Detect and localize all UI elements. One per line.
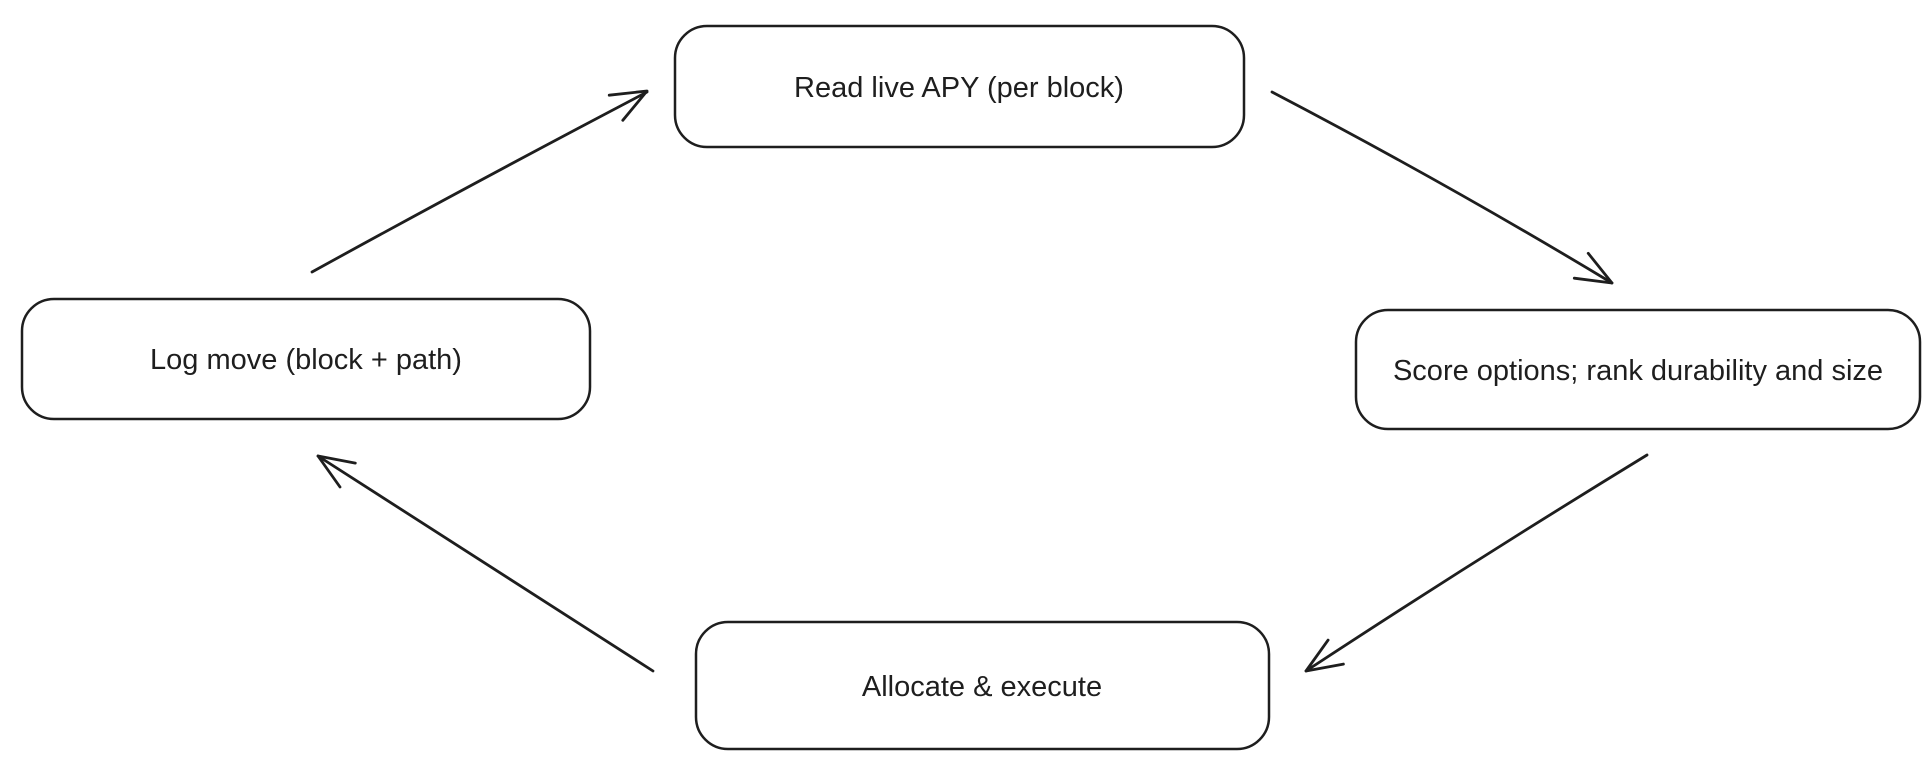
node-label: Score options; rank durability and size — [1393, 355, 1883, 387]
node-label: Read live APY (per block) — [794, 72, 1124, 104]
node-box — [20, 297, 592, 421]
node-log-move: Log move (block + path) — [20, 297, 592, 421]
arrow-head — [1572, 251, 1614, 285]
arrow-line — [316, 454, 655, 673]
arrow-allocate-to-log — [316, 454, 655, 673]
arrow-read-to-score — [1270, 90, 1614, 285]
arrow-line — [1270, 90, 1614, 285]
arrow-line — [310, 90, 649, 274]
node-box — [694, 620, 1271, 751]
arrow-head — [316, 454, 357, 489]
node-score-options: Score options; rank durability and size — [1354, 308, 1922, 431]
node-read-live-apy: Read live APY (per block) — [673, 24, 1246, 149]
node-allocate-execute: Allocate & execute — [694, 620, 1271, 751]
arrow-line — [1304, 453, 1649, 673]
node-box — [1354, 308, 1922, 431]
node-label: Log move (block + path) — [150, 344, 462, 376]
node-label: Allocate & execute — [862, 671, 1102, 703]
arrow-head — [607, 89, 649, 122]
arrow-log-to-read — [310, 89, 649, 274]
arrow-head — [1304, 638, 1345, 673]
node-box — [673, 24, 1246, 149]
arrow-score-to-allocate — [1304, 453, 1649, 673]
